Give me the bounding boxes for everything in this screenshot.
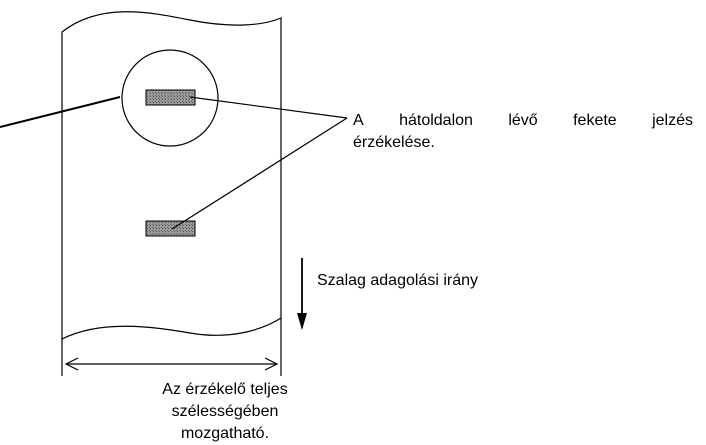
- black-mark-label-line2: érzékelése.: [353, 134, 435, 151]
- black-mark-label-line1: A hátoldalon lévő fekete jelzés: [353, 110, 693, 132]
- black-mark-word: fekete: [573, 112, 617, 129]
- leader-line-bottom: [171, 117, 348, 230]
- black-mark-word: hátoldalon: [399, 112, 473, 129]
- width-label: Az érzékelő teljes szélességében mozgath…: [110, 379, 340, 445]
- paper-tape: [61, 11, 282, 340]
- feed-direction-label: Szalag adagolási irány: [317, 272, 478, 289]
- width-arrow-right: [264, 357, 279, 371]
- width-label-line2: mozgatható.: [180, 425, 270, 442]
- black-mark-word: lévő: [508, 112, 538, 129]
- leader-line-top: [189, 96, 348, 119]
- black-mark-top: [145, 89, 196, 106]
- sensor-diagram: [0, 11, 348, 376]
- sensor-pointer-line: [0, 96, 121, 128]
- black-mark-word: jelzés: [652, 112, 693, 129]
- width-label-line1: Az érzékelő teljes szélességében: [162, 381, 288, 420]
- black-mark-bottom: [145, 220, 196, 237]
- sensor-circle: [121, 49, 219, 147]
- black-mark-label: A hátoldalon lévő fekete jelzés érzékelé…: [353, 110, 693, 154]
- feed-arrow-head: [297, 313, 307, 330]
- black-mark-word: A: [353, 112, 364, 129]
- width-arrow-left: [64, 357, 79, 371]
